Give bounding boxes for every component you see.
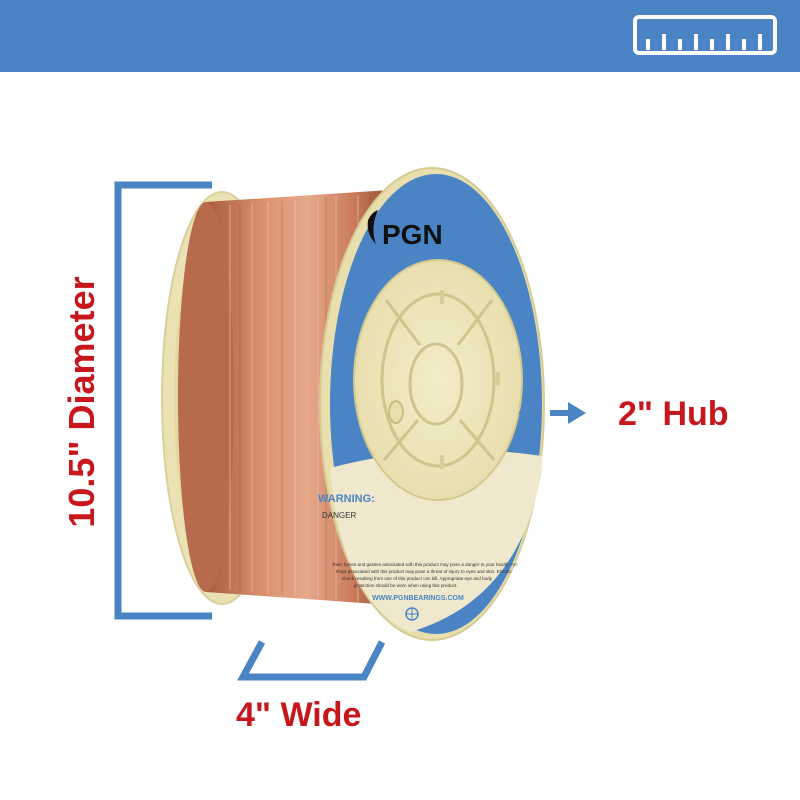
ruler-icon <box>633 15 777 55</box>
warning-line-2: Rays associated with this product may po… <box>336 569 512 574</box>
diameter-label: 10.5" Diameter <box>61 276 102 528</box>
diameter-bracket <box>114 181 212 620</box>
website-text: WWW.PGNBEARINGS.COM <box>372 595 464 602</box>
header-bar <box>0 0 800 72</box>
warning-line-3: shock resulting from use of this product… <box>342 576 493 581</box>
brand-logo: PGN <box>382 219 443 250</box>
warning-title: WARNING: <box>318 493 375 505</box>
hub-arrow-icon <box>519 402 586 424</box>
hub-opening <box>353 259 523 501</box>
warning-panel <box>330 450 542 632</box>
hub-label: 2" Hub <box>618 395 729 433</box>
spool-illustration: PGN WARNING: DANGER Toxic fumes and gass… <box>114 167 586 681</box>
warning-line-4: protection should be worn when using thi… <box>354 583 457 588</box>
brand-flame-icon <box>367 210 378 244</box>
warning-line-1: Toxic fumes and gasses associated with t… <box>332 562 518 567</box>
width-bracket <box>237 640 386 681</box>
width-label: 4" Wide <box>236 696 362 734</box>
warning-subtitle: DANGER <box>322 511 356 520</box>
